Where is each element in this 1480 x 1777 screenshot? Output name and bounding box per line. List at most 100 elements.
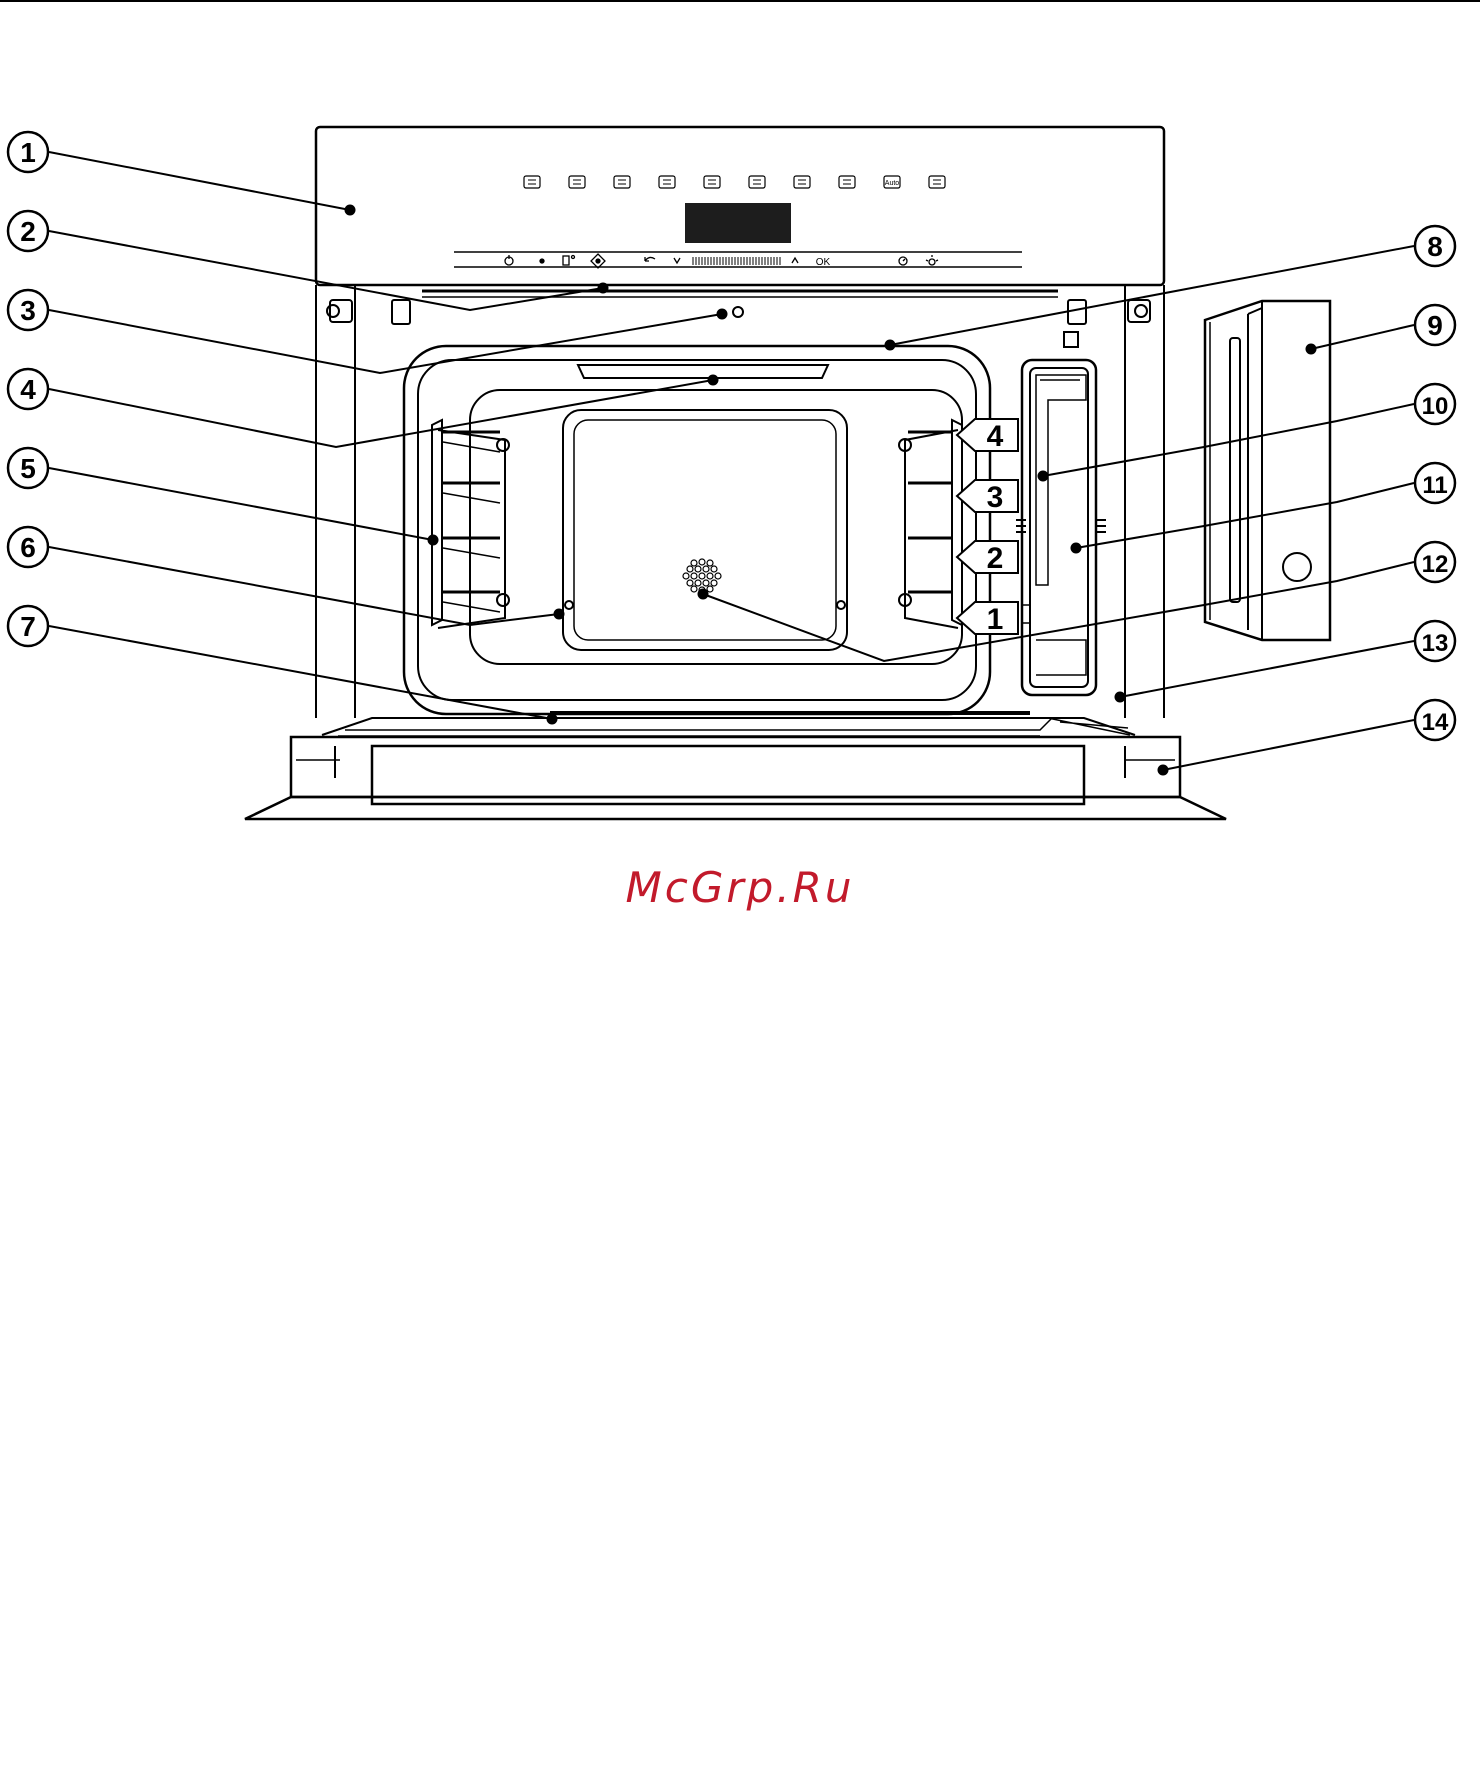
shelf-level-label: 2: [987, 542, 1004, 575]
leader-line-10: [1043, 404, 1414, 476]
leader-line-3: [49, 310, 722, 373]
leader-dot-2: [598, 283, 609, 294]
mode-icon-row: Auto: [524, 176, 945, 188]
control-panel: Auto OK: [316, 127, 1164, 285]
leader-dot-4: [708, 375, 719, 386]
watermark-text: McGrp.Ru: [0, 863, 1480, 912]
leader-dot-13: [1115, 692, 1126, 703]
fan-cover-icon: [683, 559, 721, 593]
callout-number: 9: [1427, 310, 1443, 341]
back-panel: [563, 410, 847, 650]
leader-line-7: [49, 626, 552, 719]
auto-program-icon: Auto: [884, 176, 900, 188]
callout-6: 6: [8, 527, 48, 567]
callout-8: 8: [1415, 226, 1455, 266]
leader-dot-10: [1038, 471, 1049, 482]
leader-line-8: [890, 246, 1414, 345]
leader-line-5: [49, 468, 433, 540]
back-arrow-icon: [645, 257, 655, 261]
leader-line-9: [1311, 325, 1414, 349]
leader-dot-12: [698, 589, 709, 600]
shelf-level-2: 2: [957, 541, 1018, 575]
callout-number: 8: [1427, 231, 1443, 262]
leader-dot-3: [717, 309, 728, 320]
leader-dot-6: [554, 609, 565, 620]
slider-track: [693, 257, 780, 265]
timer-icon: [899, 257, 907, 265]
callout-12: 12: [1415, 542, 1455, 582]
callout-14: 14: [1415, 700, 1455, 740]
callout-number: 7: [20, 611, 36, 642]
auto-label: Auto: [885, 180, 900, 187]
callout-3: 3: [8, 290, 48, 330]
top-heating-element: [578, 365, 828, 378]
callout-9: 9: [1415, 305, 1455, 345]
callout-number: 4: [20, 374, 36, 405]
callout-4: 4: [8, 369, 48, 409]
steam-cook-icon: [749, 176, 765, 188]
container-lid-button: [1283, 553, 1311, 581]
leader-line-2: [49, 231, 603, 310]
shelf-level-4: 4: [957, 419, 1018, 453]
shelf-level-label: 3: [987, 481, 1004, 514]
callout-1: 1: [8, 132, 48, 172]
callout-number: 6: [20, 532, 36, 563]
temperature-sensor-icon: [733, 307, 743, 317]
callout-number: 12: [1422, 551, 1449, 578]
leader-line-14: [1163, 720, 1414, 770]
display-screen: [685, 203, 791, 243]
oven-door: [245, 713, 1226, 819]
callout-13: 13: [1415, 621, 1455, 661]
chevron-up-icon: [792, 258, 798, 263]
leader-dot-7: [547, 714, 558, 725]
descale-icon: [839, 176, 855, 188]
sensor-dot-icon: [540, 259, 544, 263]
shelf-level-label: 1: [987, 603, 1004, 636]
steam-heat-icon: [614, 176, 630, 188]
callout-10: 10: [1415, 384, 1455, 424]
leader-line-6: [49, 547, 559, 625]
leader-line-1: [49, 152, 350, 210]
light-icon: [926, 255, 938, 265]
leader-dot-8: [885, 340, 896, 351]
top-heat-icon: [794, 176, 810, 188]
power-icon: [505, 255, 513, 265]
fan-grill-icon: [524, 176, 540, 188]
shelf-level-markers: 4 3 2 1: [957, 419, 1018, 636]
water-tank-icon: [563, 256, 575, 266]
callout-11: 11: [1415, 463, 1455, 503]
callout-number: 5: [20, 453, 36, 484]
callout-number: 13: [1422, 630, 1449, 657]
callout-number: 1: [20, 137, 36, 168]
ok-label: OK: [816, 257, 831, 268]
callout-number: 3: [20, 295, 36, 326]
callout-7: 7: [8, 606, 48, 646]
leader-dot-14: [1158, 765, 1169, 776]
callout-number: 14: [1422, 709, 1449, 736]
callout-2: 2: [8, 211, 48, 251]
sensor-lock-icon: [591, 254, 605, 268]
callout-number: 2: [20, 216, 36, 247]
top-bottom-heat-icon: [659, 176, 675, 188]
callout-number: 10: [1422, 393, 1449, 420]
shelf-level-label: 4: [987, 420, 1004, 453]
oven-cavity: 4 3 2 1: [404, 346, 1018, 714]
bottom-heat-icon: [704, 176, 720, 188]
shelf-level-1: 1: [957, 602, 1018, 636]
callout-number: 11: [1422, 472, 1447, 499]
right-shelf-runners: [899, 420, 962, 628]
fan-plus-icon: [569, 176, 585, 188]
callout-5: 5: [8, 448, 48, 488]
leader-dot-11: [1071, 543, 1082, 554]
leader-dot-5: [428, 535, 439, 546]
water-tank-compartment: [1016, 360, 1106, 695]
leader-dot-1: [345, 205, 356, 216]
plate-warm-icon: [929, 176, 945, 188]
oven-frame: [316, 285, 1164, 718]
leader-dot-9: [1306, 344, 1317, 355]
chevron-down-icon: [674, 258, 680, 263]
oven-diagram: Auto OK: [0, 0, 1480, 860]
shelf-level-3: 3: [957, 480, 1018, 514]
touch-controls: OK: [505, 254, 938, 268]
